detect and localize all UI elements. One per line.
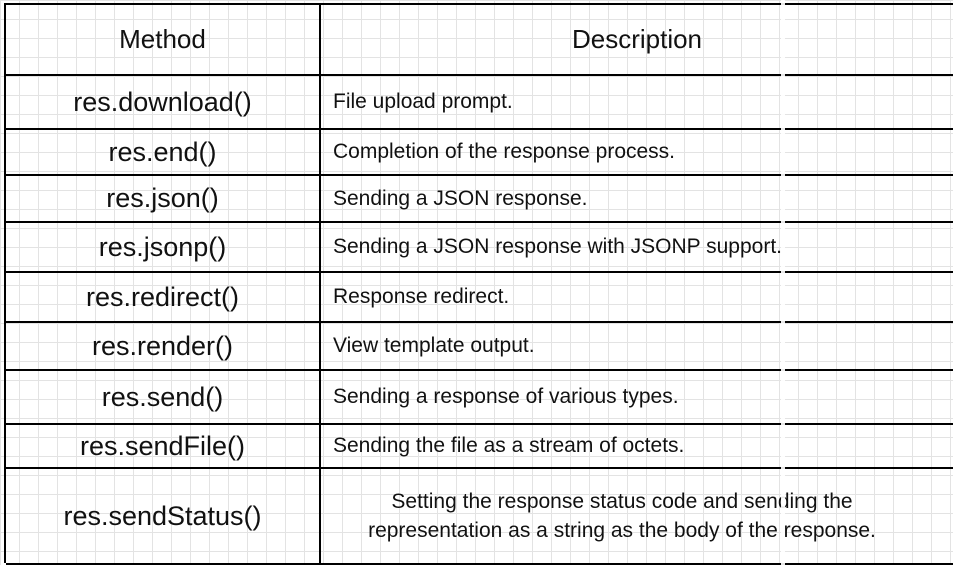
method-cell: res.send() — [6, 371, 321, 423]
description-cell: Sending a JSON response with JSONP suppo… — [333, 235, 783, 258]
table-header-row: Method Description — [6, 5, 953, 76]
method-cell: res.render() — [6, 323, 321, 369]
table-row: res.sendFile() Sending the file as a str… — [6, 425, 953, 469]
table-row: res.download() File upload prompt. — [6, 76, 953, 130]
table-row: res.jsonp() Sending a JSON response with… — [6, 223, 953, 273]
overlay-stripe — [781, 0, 785, 565]
table-row: res.end() Completion of the response pro… — [6, 130, 953, 176]
description-cell: Sending a JSON response. — [333, 186, 588, 210]
method-column-header: Method — [6, 5, 321, 74]
table-row: res.send() Sending a response of various… — [6, 371, 953, 425]
description-cell: File upload prompt. — [333, 90, 513, 113]
description-cell: Setting the response status code and sen… — [368, 490, 876, 542]
description-cell: Response redirect. — [333, 285, 510, 308]
method-cell: res.sendStatus() — [6, 469, 321, 563]
method-cell: res.end() — [6, 130, 321, 174]
table-row: res.json() Sending a JSON response. — [6, 176, 953, 223]
description-cell: Sending a response of various types. — [333, 385, 679, 408]
method-cell: res.json() — [6, 176, 321, 221]
method-cell: res.sendFile() — [6, 425, 321, 467]
table-row: res.render() View template output. — [6, 323, 953, 371]
methods-table: Method Description res.download() File u… — [4, 3, 953, 565]
description-cell: Sending the file as a stream of octets. — [333, 434, 685, 457]
table-row: res.sendStatus() Setting the response st… — [6, 469, 953, 565]
description-cell: View template output. — [333, 334, 535, 357]
method-cell: res.jsonp() — [6, 223, 321, 271]
table-row: res.redirect() Response redirect. — [6, 273, 953, 323]
method-cell: res.redirect() — [6, 273, 321, 321]
description-cell: Completion of the response process. — [333, 140, 676, 163]
method-cell: res.download() — [6, 76, 321, 128]
description-column-header: Description — [571, 24, 703, 54]
